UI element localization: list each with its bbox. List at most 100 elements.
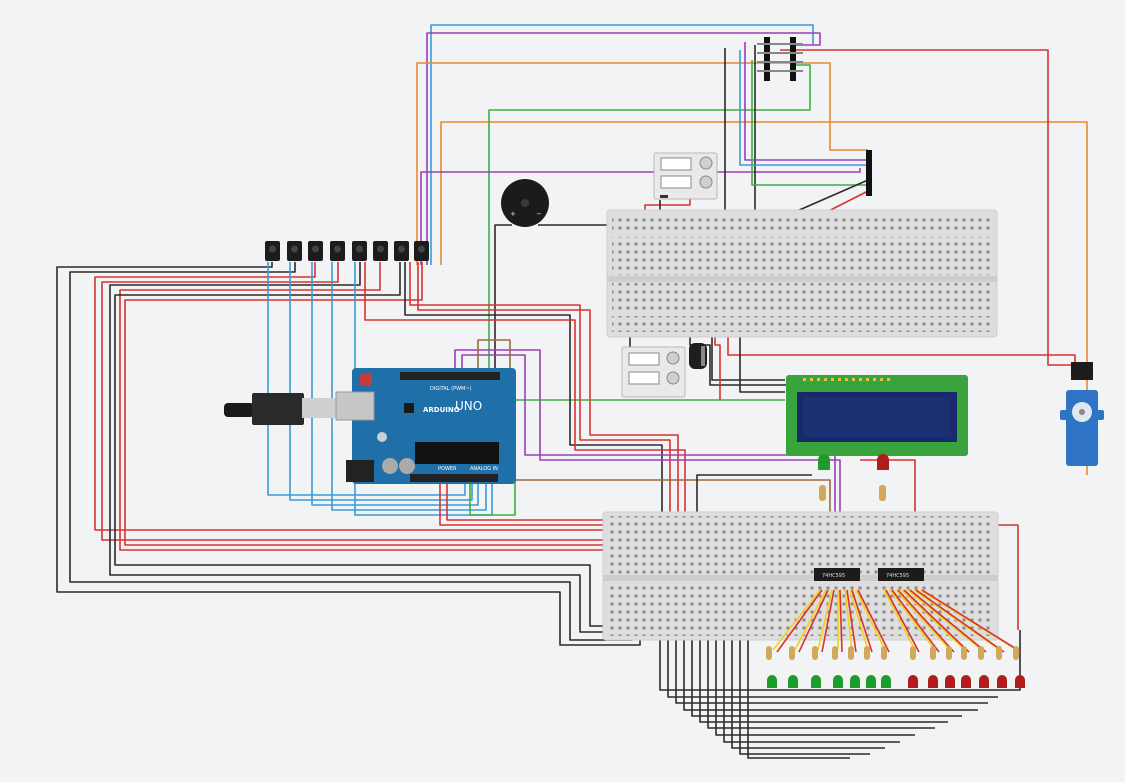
led-red[interactable] bbox=[997, 675, 1007, 688]
led-green[interactable] bbox=[833, 675, 843, 688]
wire-red[interactable] bbox=[364, 262, 686, 525]
led-red[interactable] bbox=[928, 675, 938, 688]
wire-black[interactable] bbox=[715, 615, 915, 736]
resistor[interactable] bbox=[789, 646, 795, 660]
wire-orange[interactable] bbox=[440, 121, 1088, 475]
breadboard-upper[interactable] bbox=[606, 209, 998, 338]
wire-green[interactable] bbox=[469, 399, 785, 516]
resistor[interactable] bbox=[879, 485, 886, 501]
wire-black[interactable] bbox=[711, 320, 785, 381]
wire-black[interactable] bbox=[494, 224, 512, 370]
resistor[interactable] bbox=[848, 646, 854, 660]
resistor[interactable] bbox=[864, 646, 870, 660]
led-green[interactable] bbox=[767, 675, 777, 688]
led-red[interactable] bbox=[979, 675, 989, 688]
wire-black[interactable] bbox=[683, 615, 978, 711]
wire-purple[interactable] bbox=[744, 42, 868, 161]
resistor[interactable] bbox=[812, 646, 818, 660]
wire-green[interactable] bbox=[751, 60, 868, 186]
wire-red[interactable] bbox=[409, 262, 671, 525]
wire-purple[interactable] bbox=[420, 168, 861, 265]
resistor[interactable] bbox=[946, 646, 952, 660]
led-red[interactable] bbox=[945, 675, 955, 688]
wire-black[interactable] bbox=[691, 615, 962, 717]
resistor[interactable] bbox=[930, 646, 936, 660]
pushbutton[interactable] bbox=[394, 241, 409, 261]
pushbutton[interactable] bbox=[330, 241, 345, 261]
wire-red[interactable] bbox=[94, 262, 640, 531]
pushbutton[interactable] bbox=[352, 241, 367, 261]
wire-black[interactable] bbox=[56, 262, 641, 646]
lcd-display[interactable] bbox=[786, 375, 968, 456]
resistor[interactable] bbox=[881, 646, 887, 660]
resistor[interactable] bbox=[819, 485, 826, 501]
wire-black[interactable] bbox=[747, 615, 850, 759]
wire-black[interactable] bbox=[739, 320, 785, 393]
wire-black[interactable] bbox=[675, 615, 988, 704]
resistor[interactable] bbox=[832, 646, 838, 660]
wire-blue[interactable] bbox=[311, 262, 479, 506]
pushbutton[interactable] bbox=[373, 241, 388, 261]
shift-register-2[interactable]: 74HC595 bbox=[878, 568, 924, 581]
wire-red[interactable] bbox=[780, 49, 1080, 366]
wire-black[interactable] bbox=[707, 615, 935, 729]
wire-red[interactable] bbox=[439, 480, 630, 526]
wire-black[interactable] bbox=[404, 262, 663, 525]
pushbutton[interactable] bbox=[287, 241, 302, 261]
pushbutton[interactable] bbox=[414, 241, 429, 261]
wire-blue[interactable] bbox=[289, 262, 473, 501]
led-green[interactable] bbox=[811, 675, 821, 688]
shift-register-label: 74HC595 bbox=[886, 573, 909, 579]
wire-orange[interactable] bbox=[416, 62, 868, 265]
wire-black[interactable] bbox=[723, 615, 900, 743]
led-row-green bbox=[767, 675, 891, 688]
led-green-top[interactable] bbox=[818, 454, 830, 470]
led-red[interactable] bbox=[961, 675, 971, 688]
wire-black[interactable] bbox=[739, 615, 870, 755]
shift-register-1[interactable]: 74HC595 bbox=[814, 568, 860, 581]
resistor[interactable] bbox=[961, 646, 967, 660]
wire-blue[interactable] bbox=[331, 262, 487, 511]
switch-module-lower[interactable] bbox=[621, 346, 686, 398]
wire-black[interactable] bbox=[659, 615, 1021, 691]
resistor[interactable] bbox=[910, 646, 916, 660]
arduino-uno[interactable]: ARDUINO UNO DIGITAL (PWM~) POWER ANALOG … bbox=[224, 368, 516, 484]
resistor[interactable] bbox=[978, 646, 984, 660]
wire-blue[interactable] bbox=[267, 262, 466, 496]
led-red-top[interactable] bbox=[877, 454, 889, 470]
pushbutton[interactable] bbox=[308, 241, 323, 261]
pin-header-top[interactable] bbox=[757, 37, 803, 81]
pin-header-right[interactable] bbox=[866, 150, 872, 196]
servo-motor[interactable] bbox=[1060, 362, 1104, 466]
led-green[interactable] bbox=[881, 675, 891, 688]
shift-register-label: 74HC595 bbox=[822, 573, 845, 579]
resistor[interactable] bbox=[996, 646, 1002, 660]
wire-red[interactable] bbox=[446, 480, 620, 521]
led-red[interactable] bbox=[1015, 675, 1025, 688]
wire-black[interactable] bbox=[731, 615, 885, 749]
breadboard-lower[interactable] bbox=[602, 511, 999, 641]
led-red[interactable] bbox=[908, 675, 918, 688]
wire-black[interactable] bbox=[667, 615, 998, 698]
piezo-buzzer[interactable]: + − bbox=[501, 179, 549, 227]
wire-red[interactable] bbox=[995, 524, 1019, 630]
switch-module-upper[interactable] bbox=[653, 152, 718, 200]
wire-purple[interactable] bbox=[426, 32, 821, 265]
resistor[interactable] bbox=[1013, 646, 1019, 660]
svg-text:−: − bbox=[536, 210, 542, 218]
wire-red[interactable] bbox=[101, 262, 650, 541]
led-green[interactable] bbox=[850, 675, 860, 688]
resistor[interactable] bbox=[766, 646, 772, 660]
electrolytic-capacitor[interactable] bbox=[689, 343, 707, 369]
pushbutton[interactable] bbox=[265, 241, 280, 261]
wire-red[interactable] bbox=[644, 198, 691, 212]
led-resistor-legs bbox=[772, 589, 1022, 653]
led-green[interactable] bbox=[788, 675, 798, 688]
wire-blue[interactable] bbox=[739, 50, 868, 166]
wire-green[interactable] bbox=[488, 64, 811, 370]
wire-blue[interactable] bbox=[430, 24, 814, 265]
wire-black[interactable] bbox=[699, 615, 948, 723]
led-green[interactable] bbox=[866, 675, 876, 688]
wire-black[interactable] bbox=[69, 262, 633, 641]
wire-black[interactable] bbox=[696, 474, 812, 525]
